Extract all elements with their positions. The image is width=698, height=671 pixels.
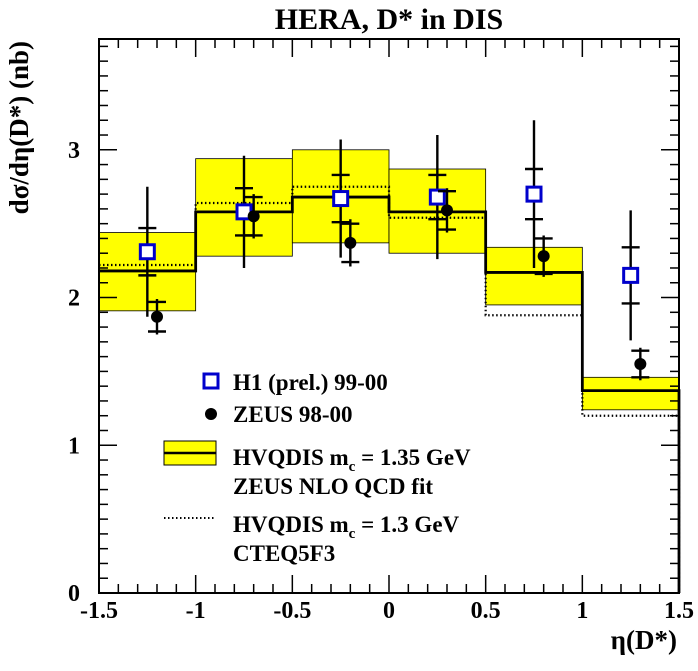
legend-hvqdis-135-main: HVQDIS m <box>233 445 349 470</box>
y-tick-label: 1 <box>68 433 80 459</box>
x-tick-label: 0.5 <box>471 598 501 624</box>
x-tick-label: 1.5 <box>664 598 694 624</box>
band-layer <box>98 149 680 411</box>
zeus-point <box>344 236 357 249</box>
plot-frame <box>98 38 680 594</box>
legend-hvqdis-135-sub: c <box>349 459 356 475</box>
legend-h1-label: H1 (prel.) 99-00 <box>233 370 388 395</box>
legend-hvqdis-13-line2: CTEQ5F3 <box>233 541 335 566</box>
tick-label-layer: -1.5 -1 -0.5 0 0.5 1 1.5 0 1 2 3 <box>68 138 694 624</box>
legend-zeus-label: ZEUS 98-00 <box>233 402 353 427</box>
h1-point <box>138 243 156 261</box>
y-axis-label: dσ/dη(D*) (nb) <box>4 41 34 214</box>
legend-hvqdis-13: HVQDIS mc = 1.3 GeV <box>233 512 460 542</box>
x-tick-label: 0 <box>383 598 395 624</box>
x-tick-label: -1 <box>186 598 206 624</box>
y-tick-label: 2 <box>68 286 80 312</box>
band-bin <box>581 376 680 411</box>
zeus-point <box>634 358 647 371</box>
y-tick-label: 3 <box>68 138 80 164</box>
x-axis-label: η(D*) <box>611 625 677 655</box>
legend-hvqdis-135-line2: ZEUS NLO QCD fit <box>233 474 433 499</box>
legend-hvqdis-135-rest: = 1.35 GeV <box>355 445 471 470</box>
h1-point <box>428 188 446 206</box>
legend-hvqdis-13-rest: = 1.3 GeV <box>355 512 459 537</box>
h1-point <box>525 185 543 203</box>
h1-point <box>622 266 640 284</box>
legend-hvqdis-135: HVQDIS mc = 1.35 GeV <box>233 445 471 475</box>
x-tick-label: -0.5 <box>273 598 311 624</box>
legend: H1 (prel.) 99-00 ZEUS 98-00 HVQDIS mc = … <box>163 370 471 566</box>
tick-layer <box>98 39 680 594</box>
chart-title: HERA, D* in DIS <box>275 3 503 36</box>
zeus-point <box>537 250 550 263</box>
zeus-point <box>151 310 163 323</box>
histogram-layer <box>99 185 681 593</box>
solid-step-line <box>99 195 681 593</box>
x-tick-label: 1 <box>576 598 588 624</box>
legend-h1-marker <box>202 372 220 390</box>
legend-hvqdis-13-main: HVQDIS m <box>233 512 349 537</box>
zeus-point <box>441 204 453 217</box>
legend-hvqdis-13-sub: c <box>349 526 356 542</box>
h1-point <box>332 190 350 208</box>
legend-zeus-marker <box>205 408 217 420</box>
points-layer <box>138 120 650 381</box>
x-tick-label: -1.5 <box>80 598 118 624</box>
y-tick-label: 0 <box>68 581 80 607</box>
zeus-point <box>247 210 260 223</box>
